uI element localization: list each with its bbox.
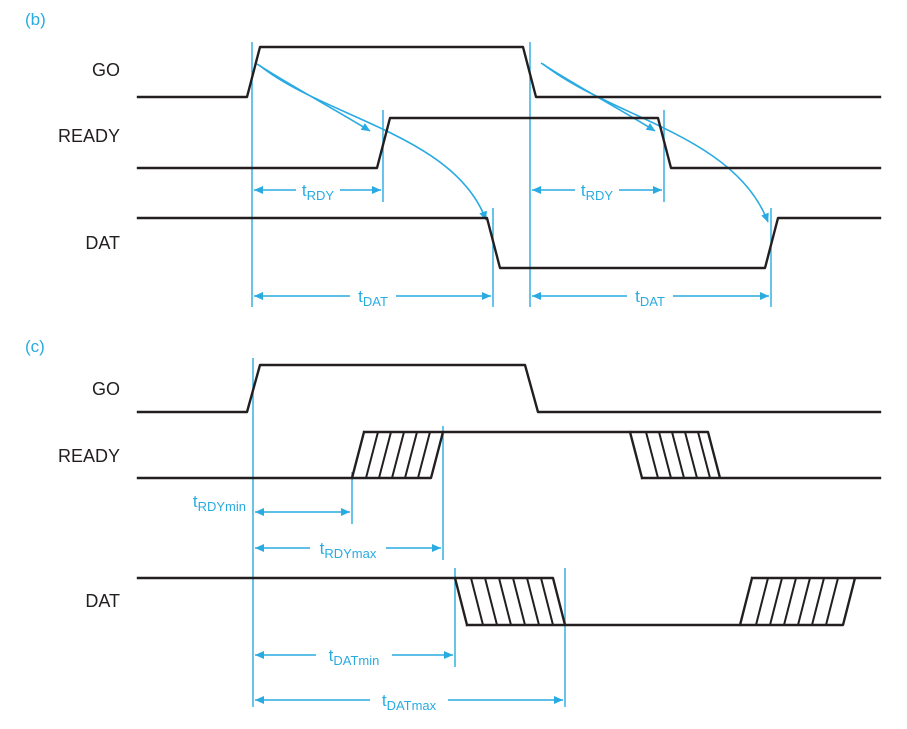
- label-tdatmax: tDATmax: [382, 691, 437, 713]
- label-backdrop: [296, 179, 340, 201]
- label-tdatmin: tDATmin: [329, 646, 380, 668]
- go-waveform-c: [136, 363, 882, 414]
- label-tdat-1-sub: DAT: [363, 294, 388, 309]
- label-tdat-2: tDAT: [635, 287, 665, 309]
- panel-c: (c) GO READY DAT tRDYmin: [25, 337, 882, 713]
- label-trdy-1-sub: RDY: [307, 188, 335, 203]
- dat-waveform-c: [136, 576, 882, 627]
- label-tdat-2-base: t: [635, 287, 640, 306]
- label-tdatmax-base: t: [382, 691, 387, 710]
- label-trdymin: tRDYmin: [193, 492, 246, 514]
- label-tdatmax-sub: DATmax: [387, 698, 437, 713]
- panel-b: (b) GO READY DAT tRDY tRDY tDAT: [25, 10, 882, 309]
- label-trdy-2-base: t: [581, 181, 586, 200]
- label-tdatmin-base: t: [329, 646, 334, 665]
- label-trdymin-base: t: [193, 492, 198, 511]
- ready-waveform-c: [136, 430, 882, 480]
- signal-label-ready-c: READY: [58, 446, 120, 466]
- ready-rise-uncertainty-hatch: [365, 431, 431, 479]
- label-tdat-1-base: t: [358, 287, 363, 306]
- label-trdymax-sub: RDYmax: [324, 546, 377, 561]
- label-backdrop: [627, 285, 673, 307]
- label-backdrop: [350, 285, 396, 307]
- label-tdat-1: tDAT: [358, 287, 388, 309]
- label-trdy-2: tRDY: [581, 181, 614, 203]
- signal-label-go-c: GO: [92, 379, 120, 399]
- label-backdrop: [370, 689, 448, 711]
- label-trdymax: tRDYmax: [320, 539, 377, 561]
- label-trdy-1: tRDY: [302, 181, 335, 203]
- dat-waveform-b: [136, 216, 882, 270]
- go-waveform-b: [136, 45, 882, 99]
- signal-label-dat-b: DAT: [85, 233, 120, 253]
- label-trdymax-base: t: [320, 539, 325, 558]
- dat-rise-uncertainty-hatch: [755, 577, 839, 626]
- causality-arrow-go-to-dat-2: [542, 63, 769, 223]
- dat-fall-uncertainty-hatch: [470, 577, 554, 626]
- hatch-lines: [470, 577, 554, 626]
- ready-fall-uncertainty-hatch: [645, 431, 711, 479]
- signal-label-ready-b: READY: [58, 126, 120, 146]
- label-trdy-1-base: t: [302, 181, 307, 200]
- hatch-lines: [365, 431, 431, 479]
- label-trdy-2-sub: RDY: [586, 188, 614, 203]
- ready-waveform-b: [136, 116, 882, 170]
- signal-label-go-b: GO: [92, 60, 120, 80]
- causality-arrow-go-to-dat-1: [258, 64, 487, 221]
- label-backdrop: [316, 644, 392, 666]
- panel-c-label: (c): [25, 337, 45, 356]
- signal-label-dat-c: DAT: [85, 591, 120, 611]
- hatch-lines: [645, 431, 711, 479]
- label-backdrop: [310, 537, 386, 559]
- label-backdrop: [575, 179, 619, 201]
- hatch-lines: [755, 577, 839, 626]
- panel-b-label: (b): [25, 10, 46, 29]
- label-tdatmin-sub: DATmin: [333, 653, 379, 668]
- label-trdymin-sub: RDYmin: [198, 499, 246, 514]
- label-tdat-2-sub: DAT: [640, 294, 665, 309]
